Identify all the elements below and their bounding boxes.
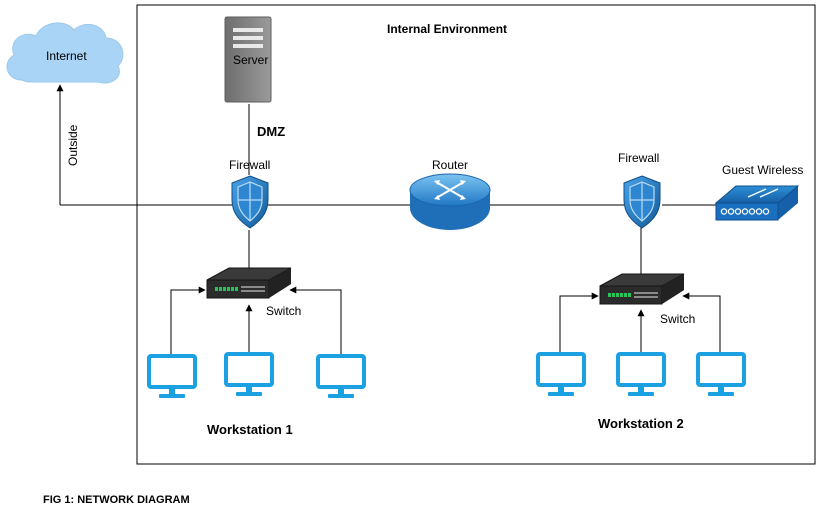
dmz-label: DMZ xyxy=(257,124,286,139)
workstation-1-label: Workstation 1 xyxy=(207,422,293,437)
workstation-1a-monitor-icon xyxy=(147,354,197,400)
server-label: Server xyxy=(233,53,269,67)
internet-label: Internet xyxy=(46,49,87,63)
edge-ws2a-switch xyxy=(559,292,599,354)
firewall-left-shield-icon xyxy=(231,175,269,229)
server-icon xyxy=(224,16,272,103)
workstation-2b-monitor-icon xyxy=(616,352,666,398)
switch-left-label: Switch xyxy=(266,304,302,318)
firewall-right-label: Firewall xyxy=(618,151,660,165)
workstation-2-label: Workstation 2 xyxy=(598,416,684,431)
edge-ws1a-switch xyxy=(170,286,206,356)
switch-right-icon xyxy=(599,273,685,305)
router-label: Router xyxy=(432,158,469,172)
workstation-2c-monitor-icon xyxy=(696,352,746,398)
workstation-1c-monitor-icon xyxy=(316,354,366,400)
router-icon xyxy=(409,173,491,230)
firewall-left-label: Firewall xyxy=(229,158,271,172)
guest-wireless-access-point-icon xyxy=(714,185,800,221)
figure-caption: FIG 1: NETWORK DIAGRAM xyxy=(43,494,190,506)
internet-cloud-icon xyxy=(6,22,124,84)
internal-environment-label: Internal Environment xyxy=(387,22,508,36)
connections xyxy=(56,84,721,356)
firewall-right-shield-icon xyxy=(623,175,661,229)
workstation-1b-monitor-icon xyxy=(224,352,274,398)
edge-ws2c-switch xyxy=(682,292,721,354)
guest-wireless-label: Guest Wireless xyxy=(722,163,804,177)
switch-left-icon xyxy=(206,267,292,299)
switch-right-label: Switch xyxy=(660,312,696,326)
workstation-2a-monitor-icon xyxy=(536,352,586,398)
edge-ws1c-switch xyxy=(289,286,342,356)
outside-label: Outside xyxy=(66,124,80,166)
internal-environment-boundary xyxy=(136,4,816,465)
